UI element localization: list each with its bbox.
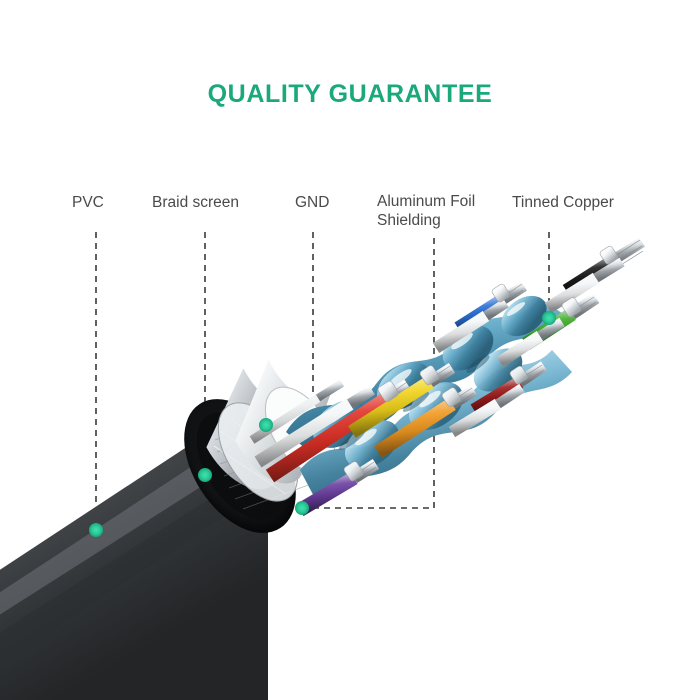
conductor-gnd-drain xyxy=(249,379,345,444)
marker-dot-gnd xyxy=(259,418,273,432)
marker-dot-pvc xyxy=(89,523,103,537)
callout-label-gnd: GND xyxy=(295,194,330,211)
wire-sleeve-rings xyxy=(343,245,618,482)
pvc-jacket xyxy=(0,399,296,700)
conductor-white-3 xyxy=(496,317,565,368)
conductor-white-2 xyxy=(432,298,509,354)
marker-dot-aluminum-foil xyxy=(295,501,309,515)
callout-label-pvc: PVC xyxy=(72,194,104,211)
cable-assembly xyxy=(0,237,645,700)
conductor-white-1 xyxy=(254,385,375,468)
marker-dot-braid-screen xyxy=(198,468,212,482)
callout-label-braid-screen: Braid screen xyxy=(152,194,240,211)
conductor-wires xyxy=(249,237,645,517)
conductor-white-4 xyxy=(544,257,625,314)
callout-markers xyxy=(89,311,556,537)
leader-line-aluminum-foil-shielding xyxy=(306,238,435,509)
marker-dot-tinned-copper xyxy=(542,311,556,325)
callout-label-tinned-copper: Tinned Copper xyxy=(512,194,614,211)
conductor-white-5 xyxy=(448,383,525,438)
callout-label-aluminum-foil-shielding: Aluminum Foil Shielding xyxy=(377,193,476,230)
page-title: QUALITY GUARANTEE xyxy=(207,80,493,108)
